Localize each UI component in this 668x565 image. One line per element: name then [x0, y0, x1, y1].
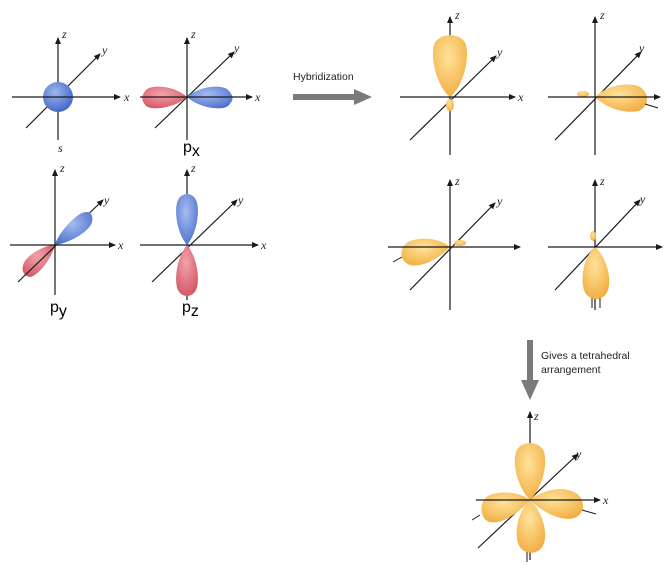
sp3-lobe-down: [516, 500, 546, 553]
px-orbital-label: px: [183, 139, 200, 160]
tetrahedral-label-line2: arrangement: [541, 364, 601, 376]
y-axis-label: y: [101, 43, 108, 57]
sp3-orbital-panel-1: z y x: [400, 8, 524, 155]
sp3-large-lobe: [595, 84, 647, 112]
y-axis-label: y: [233, 41, 240, 55]
y-axis: [154, 51, 235, 129]
sp3-small-lobe: [577, 91, 589, 97]
tetrahedral-arrow: Gives a tetrahedral arrangement: [521, 340, 630, 400]
sp3-orbital-panel-4: z y: [548, 174, 663, 310]
z-axis-label: z: [59, 161, 65, 175]
sp3-orbital-panel-3: z y: [388, 174, 521, 310]
z-axis-label: z: [454, 174, 460, 188]
sp3-small-lobe: [590, 231, 596, 241]
hybridization-arrow: Hybridization: [293, 71, 372, 105]
z-axis-label: z: [599, 174, 605, 188]
sp3-orbital-panel-2: z y: [548, 8, 661, 155]
lobe-tail: [581, 509, 597, 515]
sp3-small-lobe: [446, 99, 454, 111]
px-orbital-panel: z y x px: [140, 27, 261, 160]
sp3-large-lobe: [582, 247, 610, 299]
y-axis: [151, 199, 238, 283]
hybridization-label: Hybridization: [293, 71, 354, 83]
x-axis-label: x: [602, 493, 609, 507]
x-axis-label: x: [123, 90, 130, 104]
py-lobe-positive: [55, 211, 93, 245]
z-axis-label: z: [190, 27, 196, 41]
z-axis-label: z: [533, 409, 539, 423]
lobe-tail: [644, 103, 659, 109]
z-axis-label: z: [190, 161, 196, 175]
y-axis-label: y: [639, 192, 646, 206]
s-orbital-label: s: [58, 141, 63, 155]
sp3-large-lobe: [401, 238, 450, 266]
y-axis: [409, 55, 497, 141]
py-orbital-label: py: [50, 299, 67, 320]
y-axis: [554, 199, 641, 291]
y-axis-label: y: [237, 193, 244, 207]
sp3-large-lobe: [432, 35, 468, 97]
y-axis-label: y: [496, 45, 503, 59]
pz-lobe-negative: [176, 245, 198, 296]
sp3-lobe-right: [530, 489, 583, 519]
lobe-tail: [392, 256, 403, 263]
y-axis-label: y: [638, 41, 645, 55]
py-orbital-panel: z y x py: [10, 161, 124, 320]
tetrahedral-sp3-panel: z y x: [471, 409, 609, 562]
z-axis-label: z: [61, 27, 67, 41]
x-axis-label: x: [517, 90, 524, 104]
s-orbital-panel: z y x s: [12, 27, 130, 155]
tetrahedral-label-line1: Gives a tetrahedral: [541, 350, 630, 362]
z-axis-label: z: [454, 8, 460, 22]
y-axis-label: y: [575, 447, 582, 461]
sp3-lobe-up: [514, 443, 546, 500]
y-axis-label: y: [103, 193, 110, 207]
pz-orbital-panel: z y x pz: [140, 161, 267, 320]
x-axis-label: x: [254, 90, 261, 104]
y-axis-label: y: [496, 194, 503, 208]
x-axis-label: x: [260, 238, 267, 252]
pz-orbital-label: pz: [182, 299, 199, 320]
z-axis-label: z: [599, 8, 605, 22]
x-axis-label: x: [117, 238, 124, 252]
lobe-tail: [471, 514, 481, 521]
sp3-small-lobe: [454, 240, 466, 246]
pz-lobe-positive: [176, 194, 198, 245]
